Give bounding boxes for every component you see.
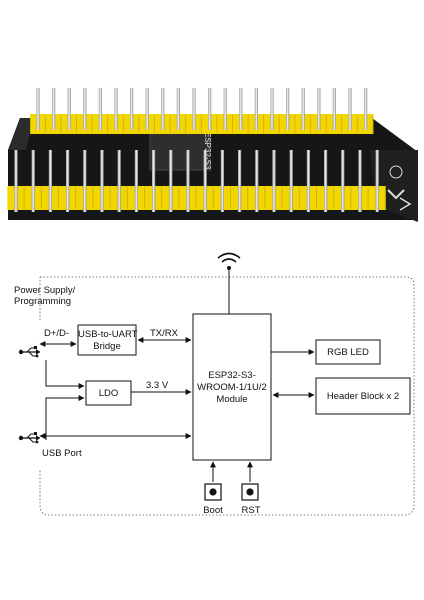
usb-port-label: USB Port — [42, 448, 82, 459]
front-header-strip — [7, 186, 386, 210]
back-pin — [52, 88, 56, 130]
back-pin — [114, 88, 118, 130]
front-pin — [375, 150, 379, 212]
front-pin — [238, 150, 242, 212]
ldo-box — [85, 380, 132, 406]
module-label-1: ESP32-S3- — [208, 370, 256, 381]
back-pin — [83, 88, 87, 130]
txrx-label: TX/RX — [150, 328, 178, 339]
back-pin — [36, 88, 40, 130]
front-pin — [100, 150, 104, 212]
front-pin — [134, 150, 138, 212]
usb-icon — [18, 346, 40, 358]
front-pin — [83, 150, 87, 212]
back-pin — [348, 88, 352, 130]
ldo-label: LDO — [98, 388, 119, 399]
rgb-led-box — [315, 339, 381, 365]
uart-bridge-label-2: Bridge — [93, 341, 121, 352]
back-pin — [286, 88, 290, 130]
back-pin — [254, 88, 258, 130]
back-pin — [67, 88, 71, 130]
front-pin — [186, 150, 190, 212]
front-pin — [220, 150, 224, 212]
boot-button-icon — [204, 483, 222, 501]
wifi-icon — [217, 252, 241, 314]
board-photo: ESP32-S3 — [7, 88, 418, 222]
back-pin — [192, 88, 196, 130]
back-pin — [98, 88, 102, 130]
voltage-label: 3.3 V — [146, 380, 169, 391]
block-diagram — [18, 252, 415, 516]
front-pin — [117, 150, 121, 212]
front-pin-row — [7, 150, 386, 212]
back-pin — [130, 88, 134, 130]
back-pin-row — [30, 88, 374, 134]
programming-label: Programming — [14, 296, 72, 307]
module-label-2: WROOM-1/1U/2 — [197, 382, 267, 393]
front-pin — [306, 150, 310, 212]
back-pin — [317, 88, 321, 130]
back-pin — [176, 88, 180, 130]
silkscreen-label: ESP32-S3 — [203, 132, 212, 170]
front-pin — [14, 150, 18, 212]
chip — [149, 129, 211, 171]
rst-button-icon — [241, 483, 259, 501]
front-pin — [169, 150, 173, 212]
rst-label: RST — [241, 505, 261, 516]
rgb-led-label: RGB LED — [327, 347, 369, 358]
front-pin — [31, 150, 35, 212]
front-pin — [48, 150, 52, 212]
back-pin — [270, 88, 274, 130]
header-block-label: Header Block x 2 — [326, 391, 400, 402]
back-pin — [364, 88, 368, 130]
front-pin — [341, 150, 345, 212]
back-pin — [301, 88, 305, 130]
front-pin — [255, 150, 259, 212]
boot-label: Boot — [203, 505, 223, 516]
uart-bridge-label: USB-to-UART — [78, 329, 138, 340]
data-lines-label: D+/D- — [44, 328, 70, 339]
front-pin — [272, 150, 276, 212]
front-pin — [324, 150, 328, 212]
usb-icon — [18, 432, 40, 444]
front-pin — [358, 150, 362, 212]
front-pin — [66, 150, 70, 212]
back-header-strip — [30, 114, 374, 134]
back-pin — [145, 88, 149, 130]
back-pin — [239, 88, 243, 130]
back-pin — [208, 88, 212, 130]
front-pin — [203, 150, 207, 212]
front-pin — [152, 150, 156, 212]
power-supply-label: Power Supply/ — [14, 285, 76, 296]
module-box — [192, 313, 272, 461]
header-block-box — [315, 377, 411, 415]
board-boundary — [39, 276, 415, 516]
back-pin — [223, 88, 227, 130]
front-pin — [289, 150, 293, 212]
module-label-3: Module — [216, 394, 248, 405]
back-pin — [161, 88, 165, 130]
usb-uart-bridge-box — [77, 324, 137, 356]
back-pin — [332, 88, 336, 130]
